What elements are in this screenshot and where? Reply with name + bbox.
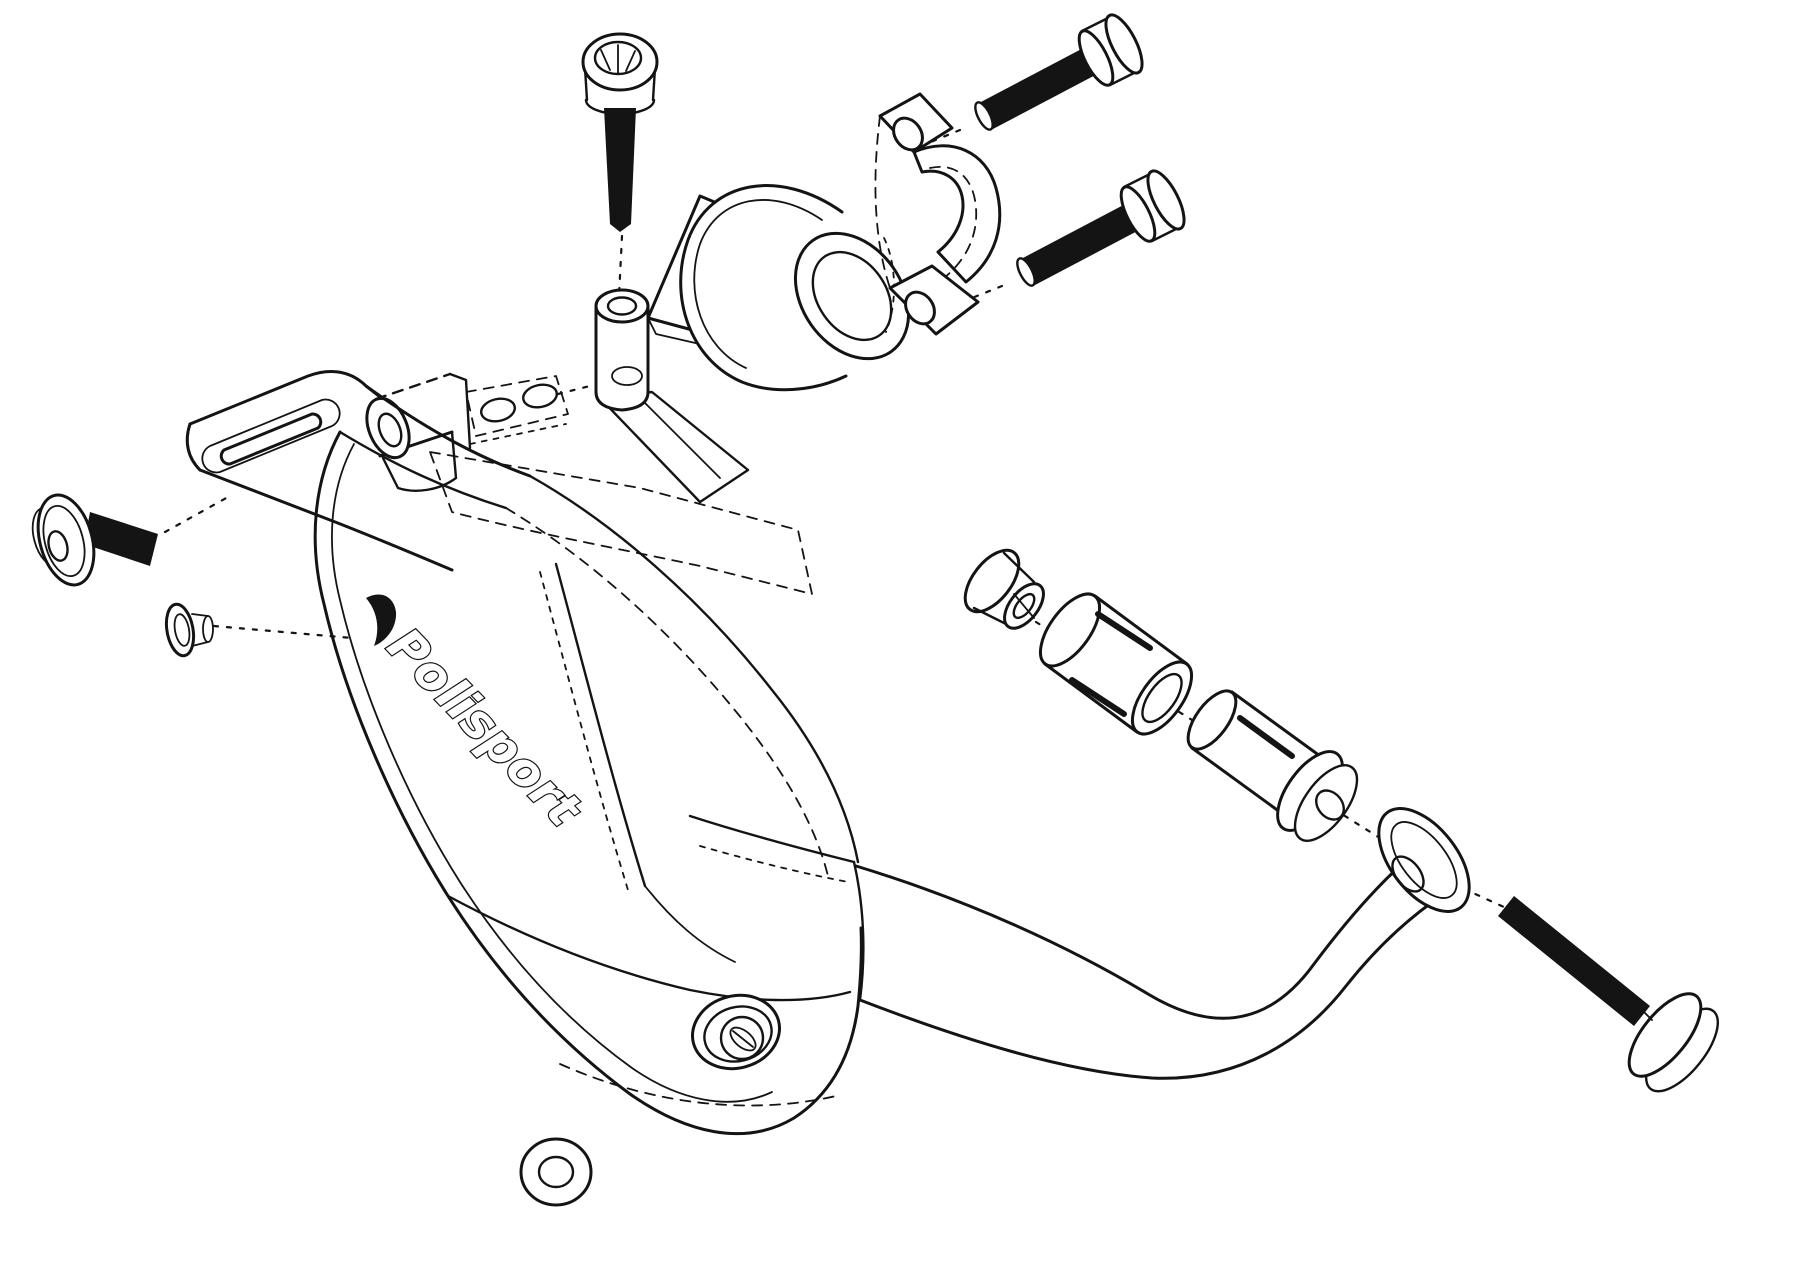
spoiler-panel — [429, 451, 813, 595]
logo-text: Polisport — [376, 617, 592, 838]
polisport-logo: Polisport — [366, 594, 594, 840]
lower-lug-hole — [904, 290, 936, 326]
flange-hole — [1315, 789, 1345, 821]
bar-end-opening — [1377, 807, 1471, 913]
flat-screw-small — [164, 602, 214, 658]
guard-screw-boss — [690, 993, 782, 1071]
aluminium-loop-bar — [854, 807, 1471, 1080]
clamp-bore — [811, 250, 893, 342]
socket-head-screw-top — [581, 32, 659, 232]
upper-lug-hole — [892, 116, 924, 152]
bar-end-bolt — [1498, 896, 1720, 1093]
post-hole — [606, 296, 638, 316]
hex-socket — [47, 530, 69, 562]
half-clamp-saddle — [874, 92, 1002, 336]
logo-swoosh-icon — [366, 594, 397, 646]
handlebar-clamp-mount — [594, 184, 911, 504]
button-head-screw — [31, 493, 158, 587]
washer-bottom — [519, 1137, 593, 1207]
expander-cone — [1186, 689, 1359, 842]
expander-bushing — [1038, 592, 1194, 736]
clamp-bolt-lower — [1012, 164, 1193, 290]
adapter-link-bracket — [365, 372, 569, 492]
clamp-bolt-upper — [974, 13, 1144, 131]
arm-slot — [219, 412, 323, 466]
boss-hole — [377, 412, 403, 448]
rubber-cap — [963, 548, 1045, 630]
